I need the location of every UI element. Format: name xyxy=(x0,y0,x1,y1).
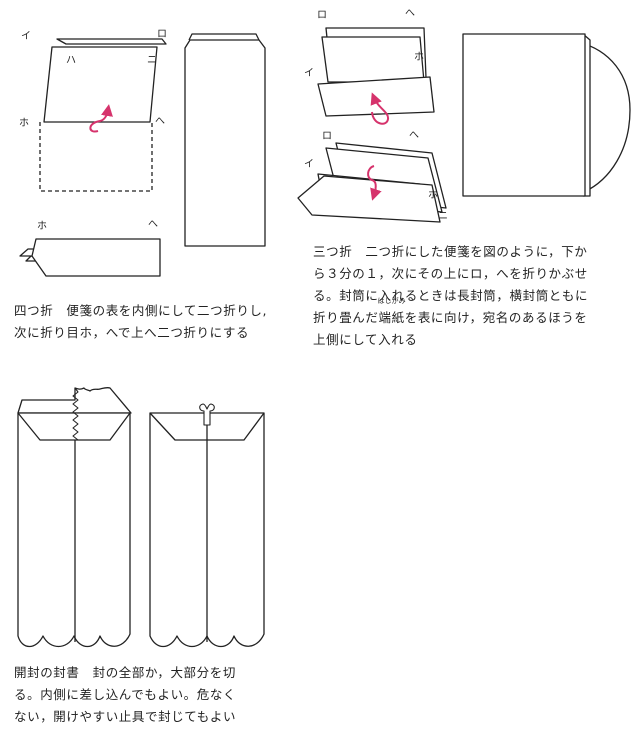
mitsu-caption-line5: 上側にして入れる xyxy=(313,332,418,347)
yotsu-label-he: へ xyxy=(155,116,165,127)
mitsu-fold-top-figure xyxy=(317,27,435,125)
yotsu-long-envelope xyxy=(184,33,266,247)
ruby-reading: はしがみ xyxy=(377,297,406,305)
yotsu-fold-figure xyxy=(39,38,167,192)
clip-fastener-icon xyxy=(199,403,215,426)
mitsu-label-ni: ニ xyxy=(438,211,448,222)
yotsu-caption-line1: 四つ折 便箋の表を内側にして二つ折りし, xyxy=(14,303,268,318)
yotsu-label-ha: ハ xyxy=(66,55,76,66)
mitsu-caption-line2: ら３分の１，次にその上にロ，へを折りかぶせ xyxy=(313,266,588,281)
opened-envelope-torn xyxy=(17,386,132,648)
sealed-envelope-clip xyxy=(149,403,265,648)
yotsu-label-ni: ニ xyxy=(147,55,157,66)
mitsu-label-ro: ロ xyxy=(317,10,327,21)
kaifu-caption: 開封の封書 封の全部か，大部分を切 る。内側に差し込んでもよい。危なく ない，開… xyxy=(14,662,304,728)
mitsu-caption: 三つ折 二つ折にした便箋を図のように，下か ら３分の１，次にその上にロ，へを折り… xyxy=(313,241,637,351)
mitsu-label-he2: へ xyxy=(409,130,419,141)
mitsu-label-ho2: ホ xyxy=(428,190,438,201)
yotsu-folded-flap xyxy=(43,46,158,123)
yotsu-label-ho: ホ xyxy=(19,118,29,129)
yotsu-caption: 四つ折 便箋の表を内側にして二つ折りし, 次に折り目ホ，へで上へ二つ折りにする xyxy=(14,300,304,344)
kaifu-caption-line1: 開封の封書 封の全部か，大部分を切 xyxy=(14,665,236,680)
yotsu-label-he2: へ xyxy=(148,219,158,230)
mitsu-fold-bottom-figure xyxy=(297,142,447,223)
ruby-base: 端紙 xyxy=(378,310,405,325)
yotsu-back-sheet xyxy=(56,38,167,45)
hashigami-ruby: はしがみ端紙 xyxy=(378,297,406,329)
yotsu-folded-strip xyxy=(19,238,161,277)
mitsu-caption-line3: る。封筒に入れるときは長封筒，横封筒ともに xyxy=(313,288,589,303)
envelope-with-letter xyxy=(462,33,631,197)
yotsu-up-arrow xyxy=(89,104,113,133)
mitsu-label-i: イ xyxy=(304,68,314,79)
kaifu-caption-line2: る。内側に差し込んでもよい。危なく xyxy=(14,687,237,702)
mitsu-label-ro2: ロ xyxy=(322,131,332,142)
mitsu-up-arrow xyxy=(370,92,390,125)
mitsu-down-arrow xyxy=(367,165,382,201)
mitsu-caption-line4: 折り畳んだはしがみ端紙を表に向け，宛名のあるほうを xyxy=(313,297,637,329)
yotsu-label-ro: ロ xyxy=(157,29,167,40)
mitsu-caption-line1: 三つ折 二つ折にした便箋を図のように，下か xyxy=(313,244,588,259)
yotsu-label-ho2: ホ xyxy=(37,221,47,232)
mitsu-label-i2: イ xyxy=(304,159,314,170)
torn-edge xyxy=(72,387,79,441)
yotsu-caption-line2: 次に折り目ホ，へで上へ二つ折りにする xyxy=(14,325,250,340)
kaifu-caption-line3: ない，開けやすい止具で封じてもよい xyxy=(14,709,237,724)
mitsu-label-ho: ホ xyxy=(414,52,424,63)
mitsu-label-he: へ xyxy=(405,8,415,19)
yotsu-label-i: イ xyxy=(21,31,31,42)
